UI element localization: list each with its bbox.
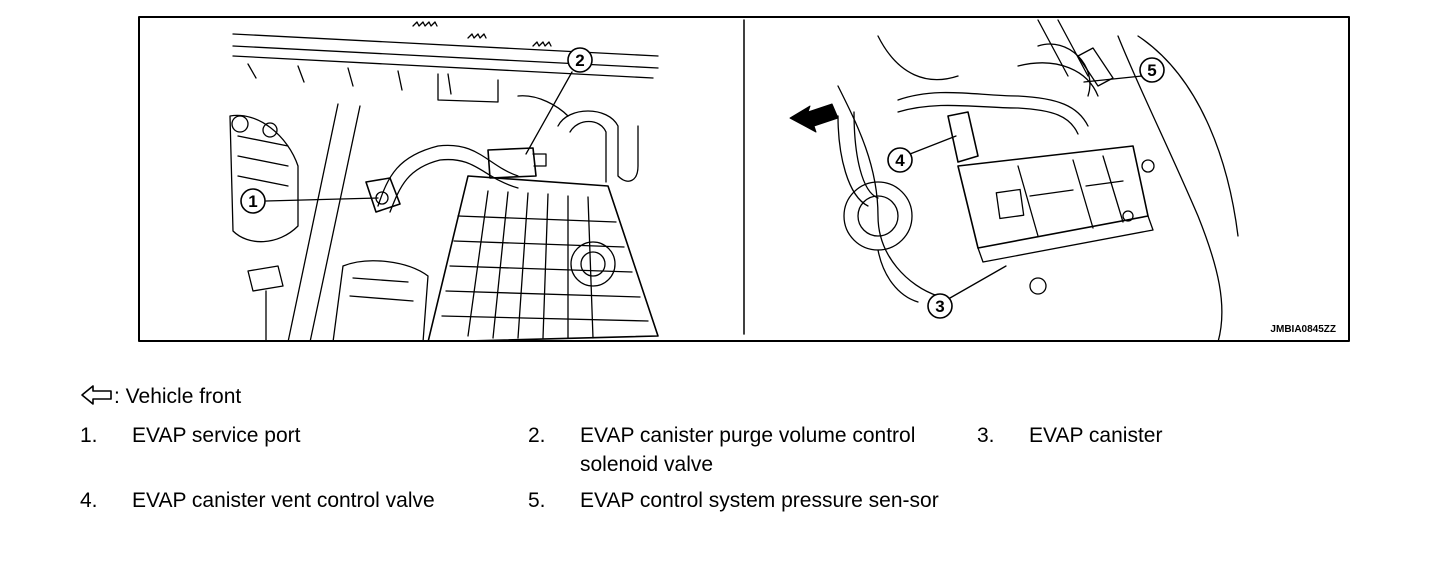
part-name: EVAP canister purge volume control solen… xyxy=(580,424,916,476)
vehicle-front-label: : Vehicle front xyxy=(114,385,242,408)
vehicle-front-arrow xyxy=(789,103,839,133)
part-number: 4. xyxy=(80,489,98,512)
callout-4: 4 xyxy=(887,135,957,173)
svg-text:5: 5 xyxy=(1147,61,1156,80)
vehicle-front-legend: : Vehicle front xyxy=(80,382,241,411)
part-number: 1. xyxy=(80,424,98,447)
part-name: EVAP control system pressure sen-sor xyxy=(580,489,939,512)
part-name: EVAP canister xyxy=(1029,424,1163,447)
outline-arrow-left-icon xyxy=(81,385,112,405)
svg-text:2: 2 xyxy=(575,51,584,70)
reference-code: JMBIA0845ZZ xyxy=(1270,324,1336,335)
svg-text:4: 4 xyxy=(895,151,905,170)
engine-bay-drawing xyxy=(229,21,659,342)
part-number: 3. xyxy=(977,424,995,447)
part-number: 5. xyxy=(528,489,546,512)
figure-frame xyxy=(138,16,1350,342)
svg-text:3: 3 xyxy=(935,297,944,316)
canister-drawing xyxy=(837,19,1239,342)
part-name: EVAP service port xyxy=(132,424,301,447)
part-number: 2. xyxy=(528,424,546,447)
callout-1: 1 xyxy=(240,188,379,214)
callout-2: 2 xyxy=(525,47,593,155)
svg-text:1: 1 xyxy=(248,192,257,211)
part-name: EVAP canister vent control valve xyxy=(132,489,435,512)
callout-5: 5 xyxy=(1083,57,1165,83)
component-location-figure: 1 2 xyxy=(138,16,1350,342)
callout-3: 3 xyxy=(927,265,1007,319)
